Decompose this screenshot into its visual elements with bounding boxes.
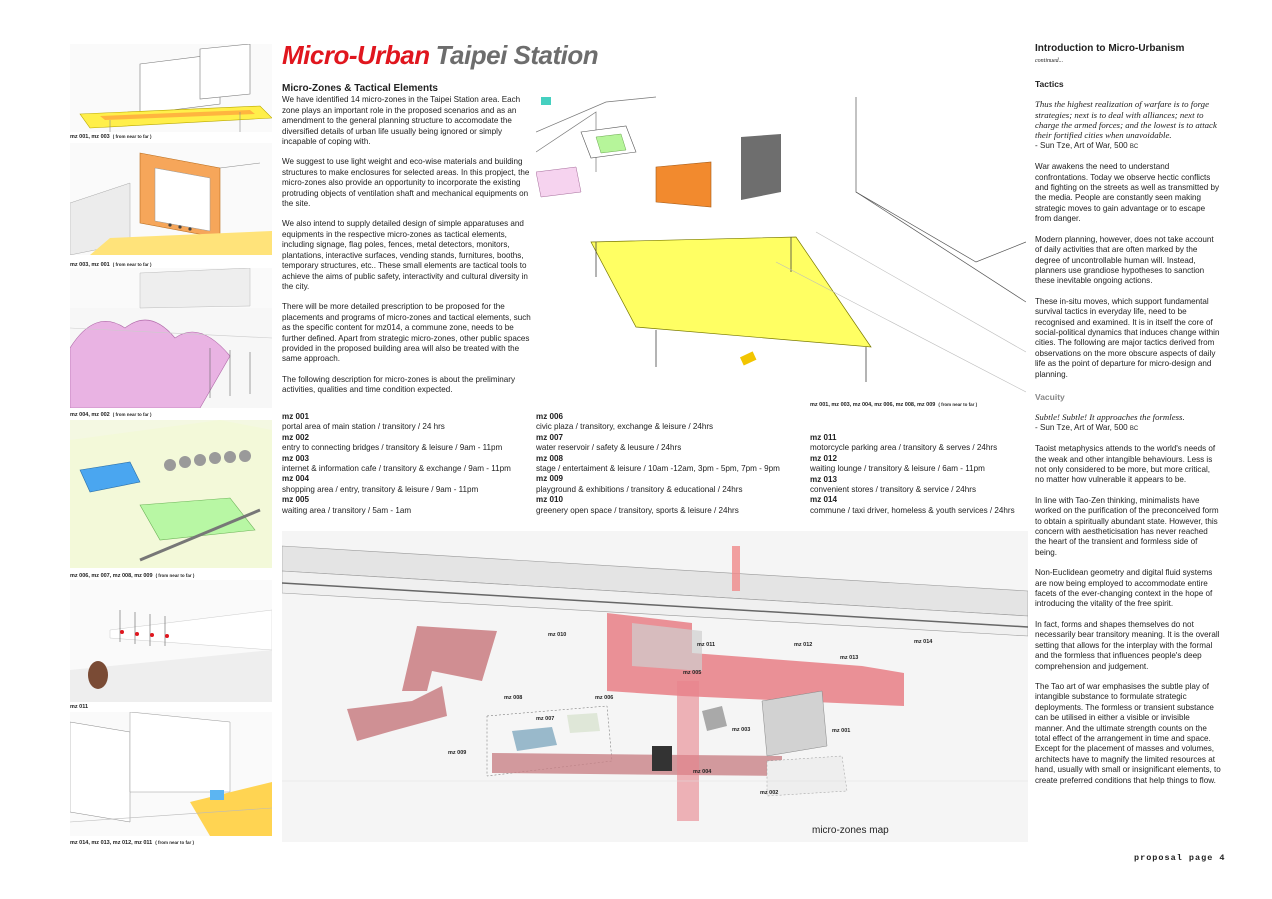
zone-code: mz 007	[536, 432, 563, 442]
zone-description: greenery open space / transitory, sports…	[536, 505, 739, 515]
thumbnail-2	[70, 143, 272, 255]
tactics-attribution: - Sun Tze, Art of War, 500 BC	[1035, 140, 1139, 150]
map-label-mz014: mz 014	[914, 639, 933, 645]
thumbnail-4	[70, 420, 272, 568]
map-label-mz011: mz 011	[697, 642, 716, 648]
tactics-heading: Tactics	[1035, 78, 1064, 89]
intro-paragraph: We also intend to supply detailed design…	[282, 219, 528, 291]
zone-description: internet & information cafe / transitory…	[282, 464, 511, 474]
zone-description: convenient stores / transitory & service…	[810, 485, 976, 495]
vacuity-quote: Subtle! Subtle! It approaches the formle…	[1035, 412, 1185, 423]
hero-render	[535, 92, 1027, 402]
zone-description: waiting lounge / transitory & leisure / …	[810, 464, 985, 474]
thumbnail-5	[70, 580, 272, 702]
zone-description: waiting area / transitory / 5am - 1am	[282, 505, 412, 515]
zone-code: mz 013	[810, 474, 837, 484]
map-label-mz009: mz 009	[448, 750, 467, 756]
map-caption: micro-zones map	[812, 825, 889, 836]
vacuity-paragraph: In line with Tao-Zen thinking, minimalis…	[1035, 495, 1219, 557]
render-mz004-mz002	[70, 268, 272, 408]
zone-description: stage / entertaiment & leisure / 10am -1…	[536, 464, 780, 474]
map-label-mz012: mz 012	[794, 642, 813, 648]
zone-description: shopping area / entry, transitory & leis…	[282, 484, 479, 494]
zone-list-column-3: mz 011 motorcycle parking area / transit…	[810, 433, 1015, 516]
render-mz011	[70, 609, 272, 702]
micro-zones-map: mz 010 mz 011 mz 012 mz 013 mz 014 mz 00…	[282, 531, 1028, 842]
vacuity-paragraph: Non-Euclidean geometry and digital fluid…	[1035, 568, 1213, 609]
title-red-part: Micro-Urban	[282, 40, 430, 70]
thumbnail-5-caption: mz 011	[70, 704, 89, 710]
zone-description: water reservoir / safety & leusure / 24h…	[536, 443, 682, 453]
map-label-mz005: mz 005	[683, 670, 702, 676]
zone-code: mz 003	[282, 453, 309, 463]
map-label-mz007: mz 007	[536, 716, 555, 722]
render-mz001-mz003	[79, 44, 272, 132]
zone-description: civic plaza / transitory, exchange & lei…	[536, 422, 714, 432]
render-mz003-mz001	[70, 152, 272, 255]
thumbnail-2-caption: mz 003, mz 001( from near to far )	[70, 262, 152, 268]
tactics-paragraph: Modern planning, however, does not take …	[1035, 234, 1214, 286]
micro-urbanism-intro: Introduction to Micro-Urbanism continued…	[1035, 43, 1221, 796]
thumbnail-6	[70, 712, 272, 836]
zone-code: mz 008	[536, 453, 563, 463]
thumbnail-6-caption: mz 014, mz 013, mz 012, mz 011( from nea…	[70, 840, 195, 846]
zone-description: playground & exhibitions / transitory & …	[536, 484, 743, 494]
vacuity-paragraph: Taoist metaphysics attends to the world'…	[1035, 444, 1216, 485]
map-label-mz002: mz 002	[760, 790, 779, 796]
render-mz006-mz009	[70, 420, 272, 568]
map-label-mz001: mz 001	[832, 728, 851, 734]
zone-code: mz 004	[282, 474, 309, 484]
zone-code: mz 009	[536, 474, 563, 484]
vacuity-attribution: - Sun Tze, Art of War, 500 BC	[1035, 422, 1139, 432]
zone-description: motorcycle parking area / transitory & s…	[810, 443, 998, 453]
zone-code: mz 002	[282, 432, 309, 442]
thumbnail-3	[70, 268, 272, 408]
map-label-mz013: mz 013	[840, 655, 859, 661]
title-grey-part: Taipei Station	[435, 40, 599, 70]
zone-code: mz 010	[536, 495, 563, 505]
hero-caption: mz 001, mz 003, mz 004, mz 006, mz 008, …	[810, 402, 978, 408]
thumbnail-1	[70, 44, 272, 132]
tactics-paragraph: War awakens the need to understand confr…	[1035, 162, 1220, 224]
map-label-mz004: mz 004	[693, 769, 712, 775]
tactics-quote: Thus the highest realization of warfare …	[1035, 99, 1217, 141]
zone-description: commune / taxi driver, homeless & youth …	[810, 505, 1015, 515]
zone-code: mz 006	[536, 412, 563, 421]
intro-paragraph: The following description for micro-zone…	[282, 374, 516, 395]
zone-code: mz 001	[282, 412, 309, 421]
section-heading: Micro-Zones & Tactical Elements	[282, 83, 438, 94]
map-label-mz006: mz 006	[595, 695, 614, 701]
zone-description: entry to connecting bridges / transitory…	[282, 443, 503, 453]
zone-code: mz 012	[810, 453, 837, 463]
zone-code: mz 014	[810, 495, 837, 505]
thumbnail-3-caption: mz 004, mz 002( from near to far )	[70, 412, 152, 418]
site-axonometric-render	[535, 96, 1027, 393]
intro-heading: Introduction to Micro-Urbanism	[1035, 43, 1185, 54]
map-label-mz008: mz 008	[504, 695, 523, 701]
page-number: proposal page 4	[1134, 853, 1226, 863]
intro-paragraph: We have identified 14 micro-zones in the…	[282, 95, 521, 147]
vacuity-paragraph: In fact, forms and shapes themselves do …	[1035, 619, 1220, 671]
tactics-paragraph: These in-situ moves, which support funda…	[1035, 296, 1220, 379]
zone-code: mz 005	[282, 495, 309, 505]
render-mz014-mz011	[70, 712, 272, 836]
thumbnail-1-caption: mz 001, mz 003( from near to far )	[70, 134, 152, 140]
map-label-mz003: mz 003	[732, 727, 751, 733]
intro-text: Micro-Zones & Tactical Elements We have …	[282, 83, 534, 406]
thumbnail-4-caption: mz 006, mz 007, mz 008, mz 009( from nea…	[70, 573, 195, 579]
zone-list-column-2: mz 006 civic plaza / transitory, exchang…	[536, 412, 780, 516]
intro-paragraph: We suggest to use light weight and eco-w…	[282, 157, 530, 209]
map-drawing	[282, 531, 1028, 842]
intro-paragraph: There will be more detailed prescription…	[282, 302, 531, 364]
vacuity-heading: Vacuity	[1035, 391, 1065, 402]
vacuity-paragraph: The Tao art of war emphasises the subtle…	[1035, 681, 1221, 785]
zone-list-column-1: mz 001 portal area of main station / tra…	[282, 412, 511, 516]
continued-note: continued...	[1035, 58, 1064, 65]
map-label-mz010: mz 010	[548, 632, 567, 638]
zone-code: mz 011	[810, 433, 837, 442]
zone-description: portal area of main station / transitory…	[282, 422, 445, 432]
